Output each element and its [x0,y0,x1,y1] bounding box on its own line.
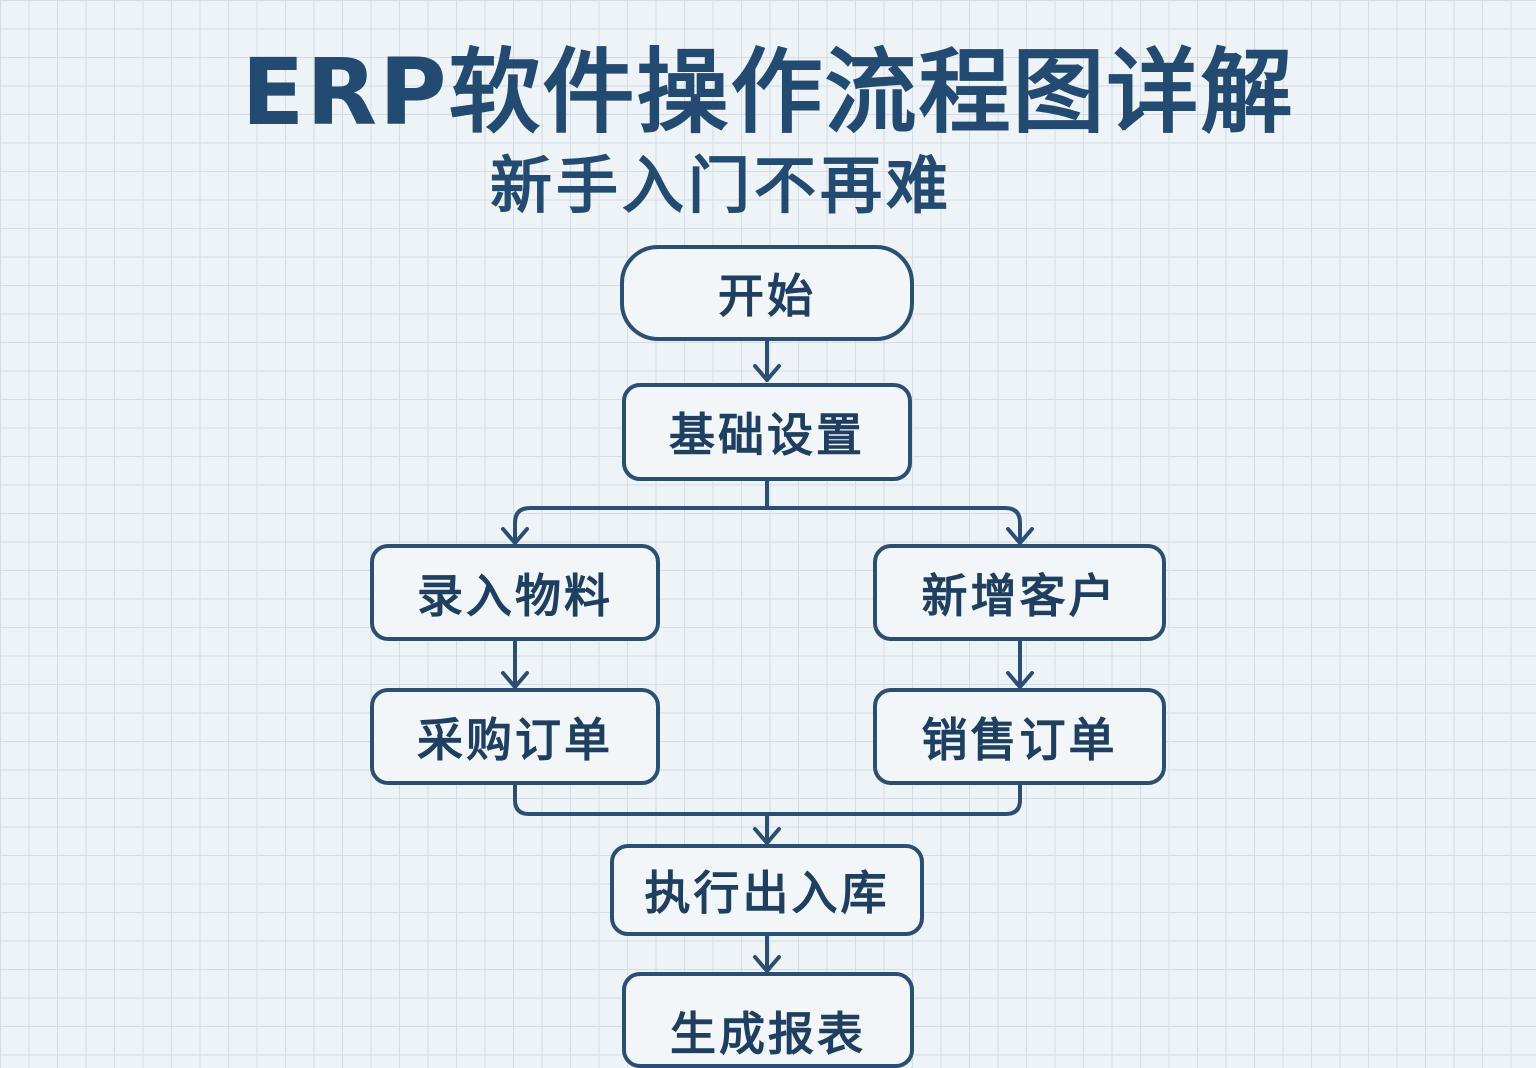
diagram-subtitle: 新手入门不再难 [490,149,953,222]
arrowhead-enter-materials [501,527,529,545]
node-generate-report-label: 生成报表 [670,1007,866,1061]
node-add-customer-label: 新增客户 [921,568,1118,623]
node-sales-order-label: 销售订单 [921,712,1118,767]
arrowhead-purchase-order [501,671,529,689]
flow-connectors [501,338,1034,973]
edge-merge [513,782,1022,816]
node-enter-materials: 录入物料 [370,544,660,641]
node-inventory-in-out-label: 执行出入库 [644,866,890,920]
node-basic-setup: 基础设置 [622,383,912,481]
arrowhead-add-customer [1006,527,1034,545]
node-add-customer: 新增客户 [873,544,1166,641]
node-start: 开始 [620,245,914,341]
node-inventory-in-out: 执行出入库 [610,844,924,936]
node-start-label: 开始 [718,269,816,323]
arrowhead-inventory [753,827,781,845]
arrowhead-report [753,955,781,973]
node-generate-report: 生成报表 [622,972,914,1068]
node-purchase-order-label: 采购订单 [417,712,613,767]
arrowhead-basic-setup [753,364,781,382]
node-sales-order: 销售订单 [873,688,1166,785]
edge-split-right [765,506,1022,545]
node-purchase-order: 采购订单 [370,688,660,785]
node-basic-setup-label: 基础设置 [669,408,865,462]
arrowhead-sales-order [1006,671,1034,689]
node-enter-materials-label: 录入物料 [417,568,613,623]
diagram-title: ERP软件操作流程图详解 [241,39,1295,146]
edge-split-left [513,506,769,545]
